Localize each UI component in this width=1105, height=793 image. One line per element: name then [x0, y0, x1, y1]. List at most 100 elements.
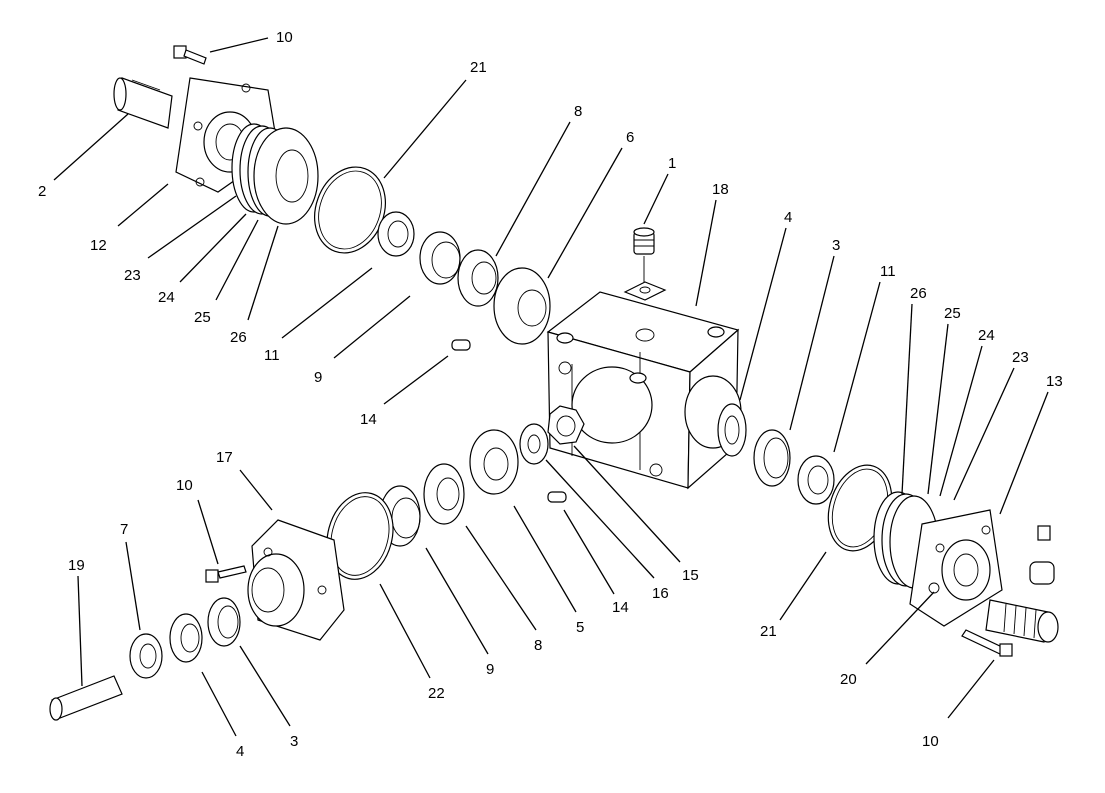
leader-c39 — [947, 659, 995, 719]
leader-c23 — [383, 355, 449, 405]
leader-c19 — [215, 219, 259, 301]
callout-c39: 10 — [922, 733, 939, 750]
lower-cone-small-part — [169, 613, 203, 663]
upper-cup-part — [419, 231, 461, 285]
callout-c31: 9 — [486, 661, 494, 678]
leader-c24 — [239, 469, 273, 511]
callout-c38: 20 — [840, 671, 857, 688]
leader-c20 — [247, 225, 279, 321]
leader-c29 — [239, 645, 291, 727]
callout-c35: 16 — [652, 585, 669, 602]
callout-c27: 19 — [68, 557, 85, 574]
leader-c15 — [53, 113, 129, 181]
callout-c37: 21 — [760, 623, 777, 640]
leader-c17 — [147, 195, 237, 259]
callout-c9: 11 — [880, 263, 896, 280]
callout-c2: 21 — [470, 59, 487, 76]
callout-c7: 4 — [784, 209, 792, 226]
leader-c4 — [547, 147, 623, 279]
callout-c34: 14 — [612, 599, 629, 616]
leader-c37 — [779, 551, 827, 621]
leader-c5 — [643, 173, 669, 225]
leader-c9 — [833, 281, 881, 453]
callout-c4: 6 — [626, 129, 634, 146]
callout-c30: 22 — [428, 685, 445, 702]
lower-shaft-part — [49, 675, 123, 721]
leader-c7 — [739, 227, 787, 401]
nut-part — [547, 405, 585, 445]
upper-key-part — [451, 339, 471, 351]
callout-c19: 25 — [194, 309, 211, 326]
leader-c22 — [333, 295, 411, 359]
callout-c23: 14 — [360, 411, 377, 428]
leader-c6 — [695, 199, 717, 307]
upper-seal-stack-part — [231, 123, 319, 225]
leader-c38 — [865, 591, 935, 665]
lower-bolt-part — [205, 565, 247, 583]
vent-plug-part — [633, 227, 655, 282]
callout-c3: 8 — [574, 103, 582, 120]
callout-c24: 17 — [216, 449, 233, 466]
callout-c1: 10 — [276, 29, 293, 46]
lower-gear-part — [469, 429, 519, 495]
leader-c1 — [209, 37, 269, 53]
callout-c12: 24 — [978, 327, 995, 344]
upper-bolt-part — [173, 45, 207, 65]
leader-c10 — [901, 303, 913, 495]
callout-c14: 13 — [1046, 373, 1063, 390]
leader-c16 — [117, 183, 169, 227]
lower-gasket-part — [326, 492, 394, 580]
upper-bearing-part — [377, 211, 415, 257]
leader-c2 — [383, 79, 467, 179]
right-fitting-part — [1029, 525, 1055, 585]
leader-c36 — [573, 445, 681, 563]
lower-key-part — [547, 491, 567, 503]
lower-cone-part — [423, 463, 465, 525]
leader-c30 — [379, 583, 431, 679]
callout-c18: 24 — [158, 289, 175, 306]
callout-c21: 11 — [264, 347, 280, 364]
leader-c27 — [77, 575, 83, 687]
upper-cone-part — [457, 249, 499, 307]
right-bearing-part — [797, 455, 835, 505]
leader-c14 — [999, 391, 1049, 515]
leader-c18 — [179, 213, 247, 283]
leader-lines — [53, 37, 1049, 737]
callout-c10: 26 — [910, 285, 927, 302]
leader-c12 — [939, 345, 983, 497]
leader-c34 — [563, 509, 615, 595]
right-cone-part — [717, 403, 747, 457]
leader-c26 — [125, 541, 141, 631]
washer-part — [519, 423, 549, 465]
callout-c22: 9 — [314, 369, 322, 386]
leader-c21 — [281, 267, 373, 339]
gearbox-housing — [546, 281, 742, 490]
callout-c33: 5 — [576, 619, 584, 636]
callout-c6: 18 — [712, 181, 729, 198]
callout-labels: 10 21 8 6 1 18 4 3 11 26 25 24 23 13 2 1… — [38, 29, 1063, 760]
callout-c36: 15 — [682, 567, 699, 584]
callout-c16: 12 — [90, 237, 107, 254]
leader-c25 — [197, 499, 219, 565]
right-cup-part — [753, 429, 791, 487]
lower-seal-part — [129, 633, 163, 679]
upper-oring-part — [314, 166, 386, 254]
leader-c11 — [927, 323, 949, 495]
callout-c11: 25 — [944, 305, 961, 322]
callout-c28: 4 — [236, 743, 244, 760]
leader-c35 — [545, 459, 655, 579]
callout-c20: 26 — [230, 329, 247, 346]
leader-c8 — [789, 255, 835, 431]
leader-c33 — [513, 505, 577, 613]
right-bolt-part — [961, 629, 1013, 657]
callout-c29: 3 — [290, 733, 298, 750]
leader-c28 — [201, 671, 237, 737]
bevel-gear-part — [493, 267, 551, 345]
callout-c15: 2 — [38, 183, 46, 200]
lower-cup-small-part — [207, 597, 241, 647]
right-flange-part — [909, 509, 1003, 627]
splined-shaft-part — [985, 599, 1059, 643]
leader-c32 — [465, 525, 537, 631]
